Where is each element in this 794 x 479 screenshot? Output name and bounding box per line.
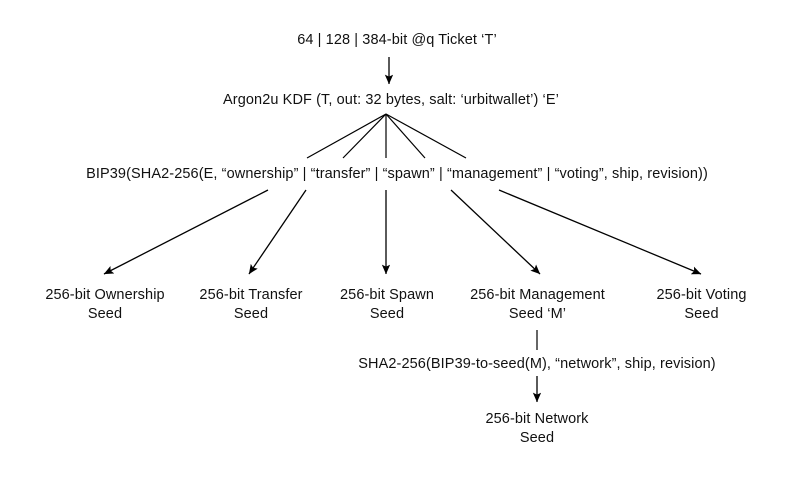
node-ownership-seed-line1: 256-bit Ownership [45,287,165,303]
node-voting-seed-line2: Seed [684,306,719,322]
node-spawn-seed-line1: 256-bit Spawn [340,287,434,303]
node-network-seed-line1: 256-bit Network [485,411,589,427]
edge-kdf-fan-5 [385,113,467,159]
node-bip39-label: BIP39(SHA2-256(E, “ownership” | “transfe… [86,166,708,182]
node-transfer-seed-line2: Seed [233,306,269,322]
edge-bip39-to-transfer-seed [248,189,307,275]
edge-bip39-to-management-seed [450,189,541,275]
node-network-derivation-label: SHA2-256(BIP39-to-seed(M), “network”, sh… [358,356,716,372]
edge-bip39-to-ownership-seed [103,189,269,275]
node-spawn-seed-line2: Seed [369,306,405,322]
edge-kdf-fan-4 [385,113,426,159]
node-ownership-seed: 256-bit Ownership Seed [22,286,188,324]
node-spawn-seed: 256-bit Spawn Seed [320,286,454,324]
node-transfer-seed-line1: 256-bit Transfer [199,287,303,303]
node-network-derivation: SHA2-256(BIP39-to-seed(M), “network”, sh… [187,355,794,374]
node-network-seed: 256-bit Network Seed [458,410,616,448]
node-bip39: BIP39(SHA2-256(E, “ownership” | “transfe… [0,165,794,184]
edge-kdf-fan-1 [306,113,387,159]
edge-kdf-fan-2 [342,113,387,159]
node-network-seed-line2: Seed [519,430,555,446]
node-management-seed: 256-bit Management Seed ‘M’ [450,286,625,324]
edge-bip39-to-voting-seed [498,189,702,275]
node-ticket: 64 | 128 | 384-bit @q Ticket ‘T’ [0,31,794,50]
node-voting-seed: 256-bit Voting Seed [633,286,770,324]
node-ownership-seed-line2: Seed [87,306,123,322]
node-management-seed-line1: 256-bit Management [470,287,605,303]
node-transfer-seed: 256-bit Transfer Seed [176,286,326,324]
node-ticket-label: 64 | 128 | 384-bit @q Ticket ‘T’ [297,32,497,48]
node-management-seed-line2: Seed ‘M’ [508,306,567,322]
node-argon2u-kdf: Argon2u KDF (T, out: 32 bytes, salt: ‘ur… [0,91,782,110]
node-argon2u-kdf-label: Argon2u KDF (T, out: 32 bytes, salt: ‘ur… [223,92,559,108]
node-voting-seed-line1: 256-bit Voting [656,287,747,303]
